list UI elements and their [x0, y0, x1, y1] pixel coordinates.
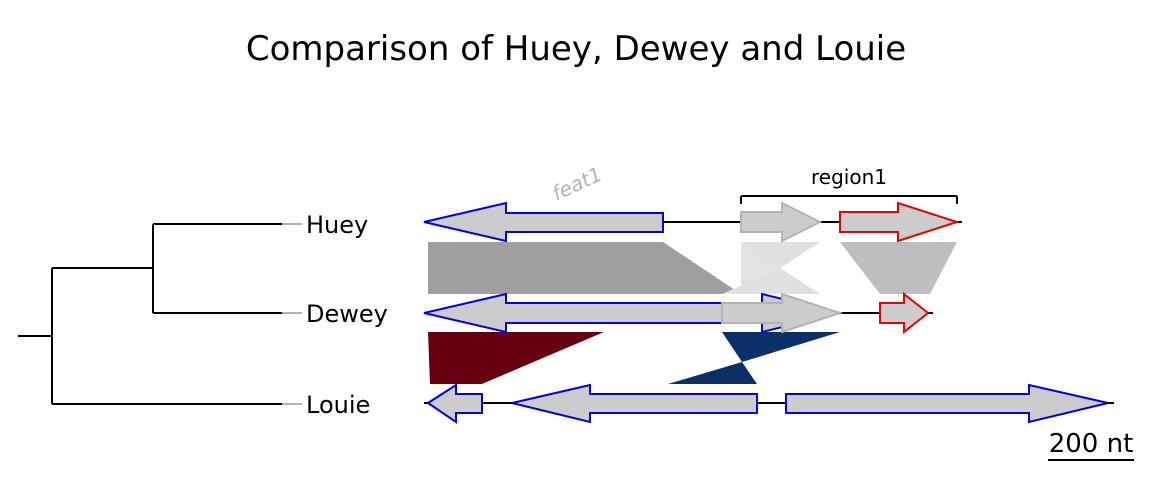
phylogenetic-tree	[18, 223, 292, 405]
gene-huey-red[interactable]	[839, 201, 961, 243]
genome-track-louie	[424, 383, 1114, 424]
genome-label-huey: Huey	[306, 211, 368, 239]
tree-tip-stubs	[282, 223, 302, 405]
scale-bar: 200 nt	[1048, 429, 1134, 461]
feature-label-feat1: feat1	[548, 162, 605, 206]
genome-track-dewey	[423, 291, 933, 335]
gene-louie-2[interactable]	[511, 383, 758, 424]
genome-label-dewey: Dewey	[306, 300, 388, 328]
comparison-block-light-grey	[840, 242, 957, 294]
comparison-huey-dewey	[428, 242, 957, 294]
gene-louie-3[interactable]	[785, 383, 1109, 424]
plot-title: Comparison of Huey, Dewey and Louie	[246, 29, 906, 69]
genome-label-louie: Louie	[306, 391, 370, 419]
scale-label: 200 nt	[1049, 429, 1134, 459]
comparison-block-cross	[722, 242, 820, 294]
gene-dewey-red[interactable]	[879, 291, 930, 335]
gene-huey-feat1[interactable]	[423, 201, 664, 243]
gene-dewey-grey[interactable]	[721, 292, 844, 334]
gene-louie-1[interactable]	[426, 383, 483, 424]
genome-track-huey	[423, 201, 962, 243]
region-bracket	[740, 195, 958, 204]
comparison-dewey-louie	[428, 332, 840, 384]
gene-huey-grey[interactable]	[740, 201, 823, 243]
region-label: region1	[811, 165, 887, 189]
comparison-block-red	[428, 332, 604, 384]
comparison-block-blue	[668, 332, 840, 384]
comparison-block-grey	[428, 242, 741, 294]
